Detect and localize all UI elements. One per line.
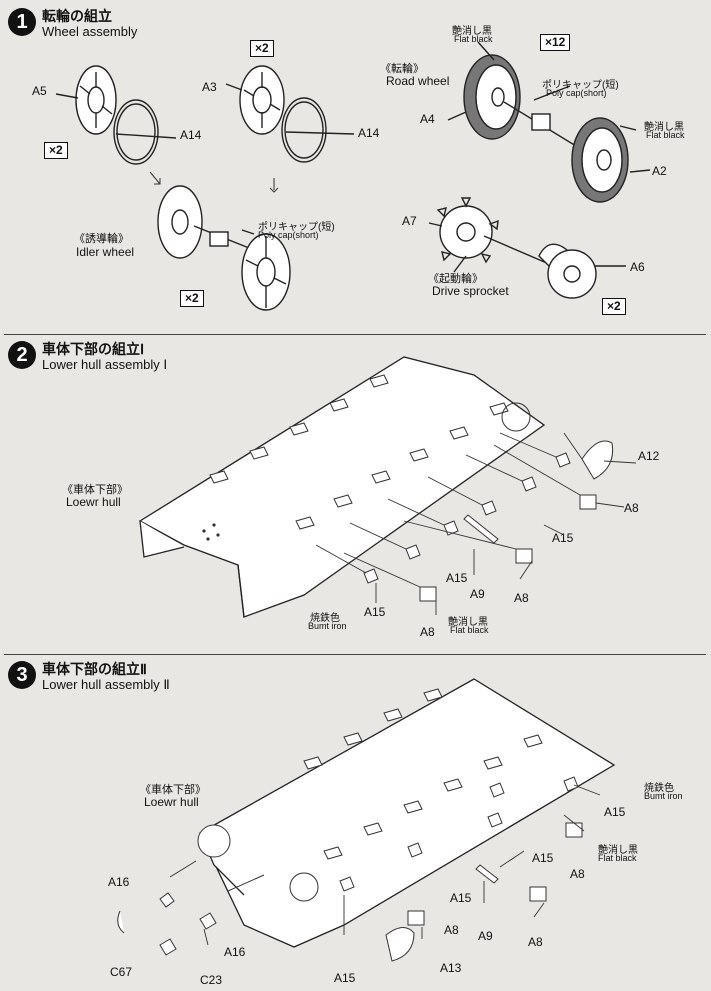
lower-hull-drawing — [138, 356, 637, 618]
step-title-ja: 転輪の組立 — [42, 8, 112, 24]
road-wheel-label-en: Road wheel — [386, 74, 450, 88]
road-wheel-label-ja: 《転輪》 — [380, 63, 424, 75]
drive-sprocket-label-en: Drive sprocket — [432, 284, 509, 298]
step-3-panel: 3 車体下部の組立Ⅱ Lower hull assembly Ⅱ — [4, 654, 706, 989]
step-number: 2 — [8, 341, 36, 369]
drive-sprocket-label-ja: 《起動輪》 — [428, 273, 483, 285]
part-label-a13: A13 — [440, 961, 462, 975]
lower-hull-label-ja: 《車体下部》 — [140, 784, 206, 796]
part-label-a8: A8 — [444, 923, 459, 937]
part-label-a15: A15 — [604, 805, 626, 819]
part-label-a15: A15 — [446, 571, 468, 585]
part-label-a8: A8 — [420, 625, 435, 639]
lower-hull-label-en: Loewr hull — [66, 495, 121, 509]
part-label-a3: A3 — [202, 80, 217, 94]
step-title-ja: 車体下部の組立Ⅱ — [42, 661, 147, 677]
step-number: 3 — [8, 661, 36, 689]
part-label-a12: A12 — [638, 449, 660, 463]
part-label-a15: A15 — [532, 851, 554, 865]
burnt-iron-label-ja: 焼鉄色 — [310, 613, 340, 624]
step-2-panel: 2 車体下部の組立Ⅰ Lower hull assembly Ⅰ — [4, 334, 706, 653]
part-label-a15: A15 — [552, 531, 574, 545]
quantity-badge: ×12 — [540, 34, 571, 51]
quantity-badge: ×2 — [44, 142, 68, 159]
part-label-a14: A14 — [180, 128, 202, 142]
part-label-a8: A8 — [624, 501, 639, 515]
quantity-badge: ×2 — [250, 40, 274, 57]
polycap-label-ja: ポリキャップ(短) — [542, 80, 619, 91]
part-label-a5: A5 — [32, 84, 47, 98]
flat-black-label-ja: 艶消し黒 — [452, 26, 492, 37]
part-label-a8: A8 — [514, 591, 529, 605]
part-label-a16: A16 — [108, 875, 130, 889]
flat-black-label-ja: 艶消し黒 — [448, 617, 488, 628]
lower-hull-label-en: Loewr hull — [144, 795, 199, 809]
part-label-a6: A6 — [630, 260, 645, 274]
part-label-a16: A16 — [224, 945, 246, 959]
step-title-en: Wheel assembly — [42, 24, 138, 39]
flat-black-label-ja: 艶消し黒 — [598, 845, 638, 856]
flat-black-label-en: Flat black — [450, 625, 489, 635]
step-title-ja: 車体下部の組立Ⅰ — [42, 341, 145, 357]
step-title-en: Lower hull assembly Ⅱ — [42, 677, 170, 692]
polycap-label-en: Poly cap(short) — [546, 88, 607, 98]
part-label-a7: A7 — [402, 214, 417, 228]
burnt-iron-label-en: Bumt iron — [308, 621, 347, 631]
lower-hull-drawing — [117, 678, 616, 962]
idler-wheel-label-en: Idler wheel — [76, 245, 135, 259]
polycap-label-ja: ポリキャップ(短) — [258, 222, 335, 233]
part-label-c67: C67 — [110, 965, 133, 979]
quantity-badge: ×2 — [602, 298, 626, 315]
part-label-a4: A4 — [420, 112, 435, 126]
step-1-panel: 1 転輪の組立 Wheel assembly — [4, 2, 706, 332]
flat-black-label-ja: 艶消し黒 — [644, 122, 684, 133]
quantity-badge: ×2 — [180, 290, 204, 307]
part-label-a8: A8 — [570, 867, 585, 881]
part-label-a15: A15 — [450, 891, 472, 905]
part-label-a9: A9 — [470, 587, 485, 601]
burnt-iron-label-en: Bumt iron — [644, 791, 683, 801]
part-label-a9: A9 — [478, 929, 493, 943]
flat-black-label-en: Flat black — [646, 130, 685, 140]
part-label-a15: A15 — [364, 605, 386, 619]
idler-wheel-label-ja: 《誘導輪》 — [74, 233, 129, 245]
part-label-a15: A15 — [334, 971, 356, 985]
flat-black-label-en: Flat black — [454, 34, 493, 44]
part-label-a8: A8 — [528, 935, 543, 949]
part-label-c23: C23 — [200, 973, 223, 987]
polycap-label-en: Poly cap(short) — [258, 230, 319, 240]
wheel-assembly-drawing — [55, 41, 651, 311]
burnt-iron-label-ja: 焼鉄色 — [644, 783, 674, 794]
part-label-a2: A2 — [652, 164, 667, 178]
lower-hull-label-ja: 《車体下部》 — [62, 484, 128, 496]
step-title-en: Lower hull assembly Ⅰ — [42, 357, 168, 372]
part-label-a14: A14 — [358, 126, 380, 140]
step-number: 1 — [8, 8, 36, 36]
flat-black-label-en: Flat black — [598, 853, 637, 863]
